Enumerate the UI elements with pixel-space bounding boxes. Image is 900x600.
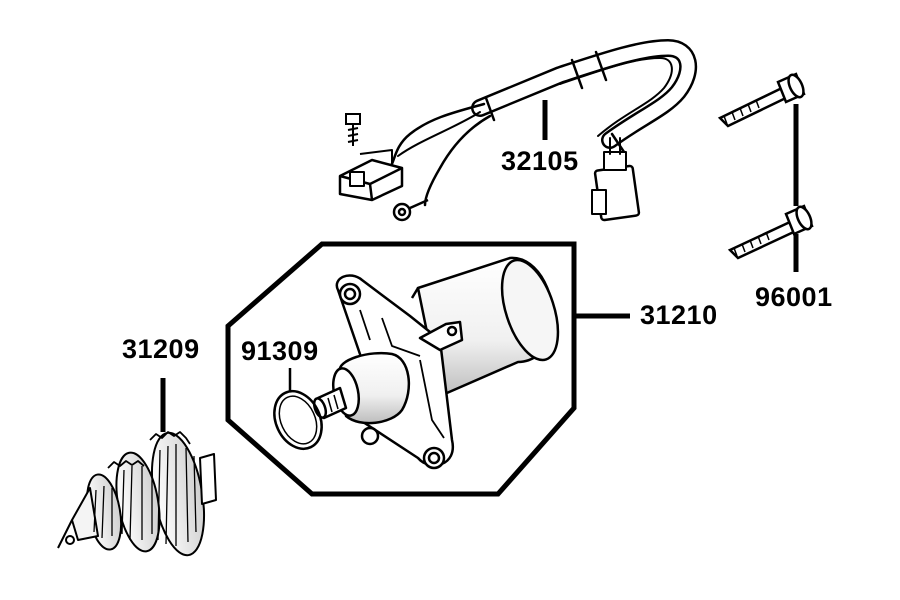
wiring-harness [388,39,698,222]
starter-motor [312,256,560,470]
starter-clutch [57,431,217,557]
bolt-upper [717,72,806,128]
callout-32105: 32105 [501,146,579,176]
callout-91309: 91309 [241,336,319,366]
callout-96001: 96001 [755,282,833,312]
screw-icon [345,113,361,146]
bolt-lower [727,204,814,260]
o-ring [273,390,323,450]
callout-31210: 31210 [640,300,718,330]
callout-31209: 31209 [122,334,200,364]
group-frame [225,241,577,497]
ring-terminal [392,198,429,222]
harness-connector [338,149,404,202]
